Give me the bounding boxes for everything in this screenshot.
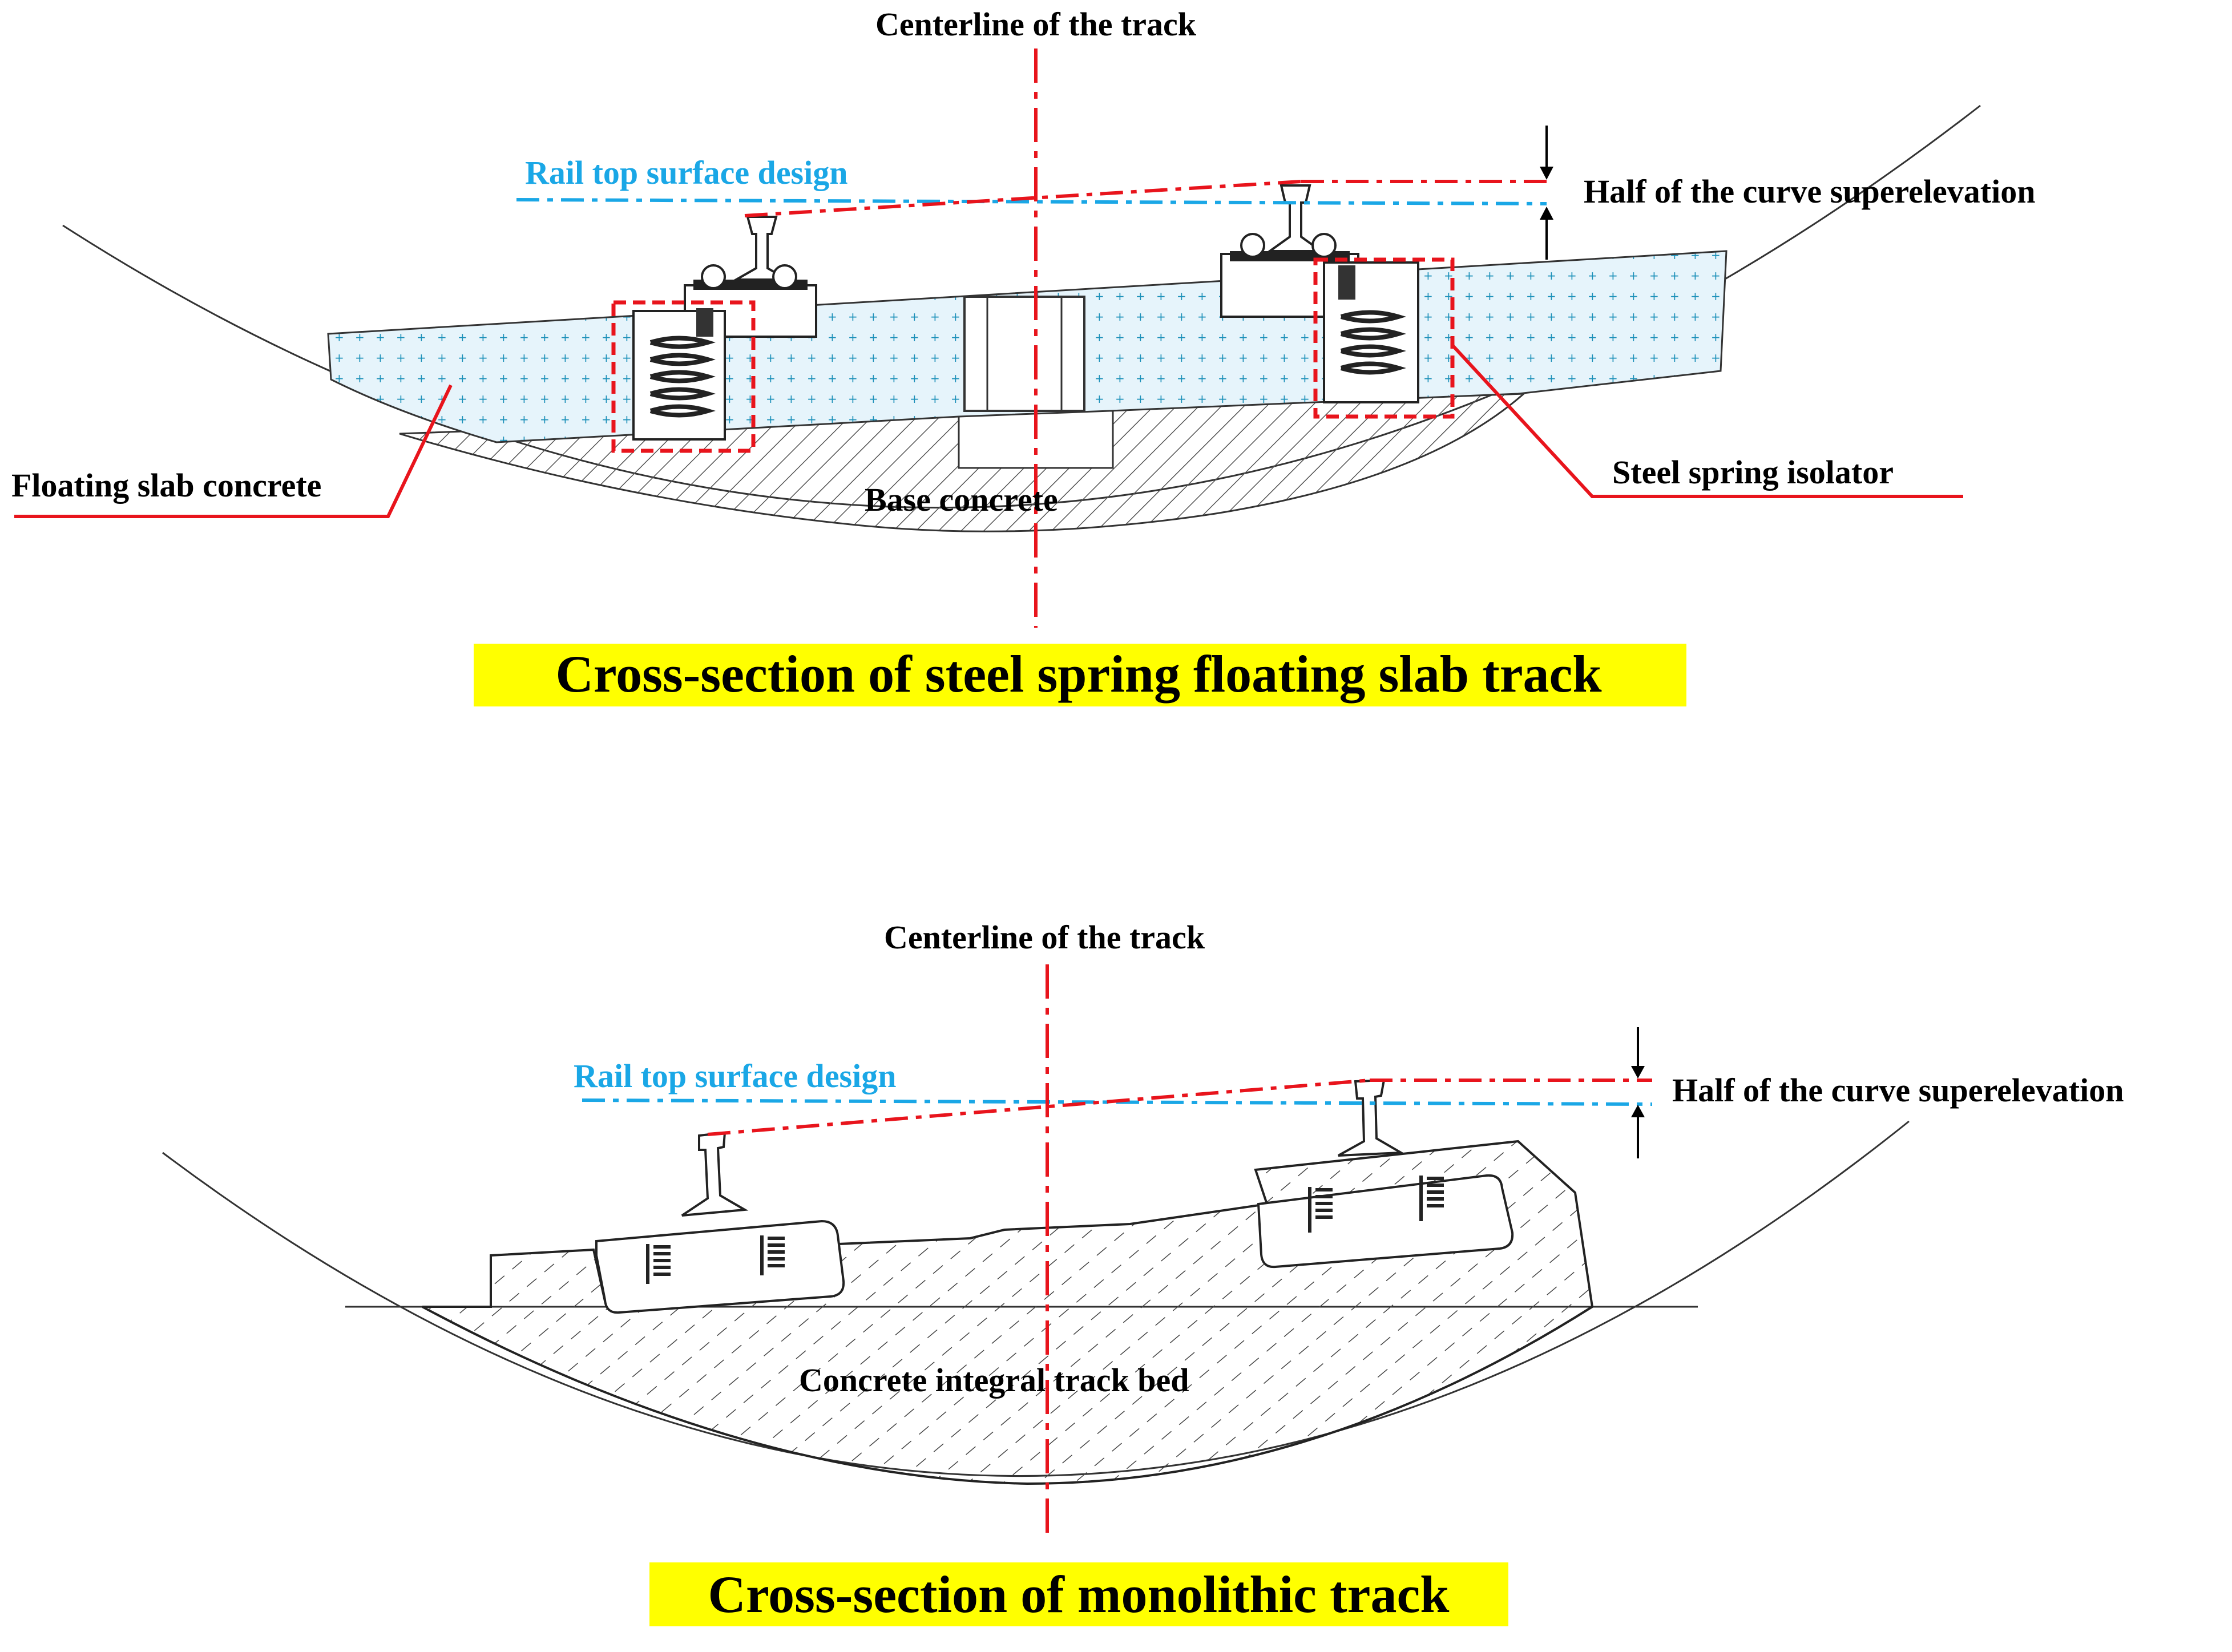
centerline-label-bottom: Centerline of the track	[884, 919, 1205, 956]
rail-left-bottom	[681, 1131, 749, 1217]
superelevation-line-top	[744, 180, 1302, 217]
base-concrete-label: Base concrete	[865, 481, 1058, 518]
caption-highlight-top	[474, 644, 1686, 706]
steel-spring-label: Steel spring isolator	[1612, 454, 1894, 491]
spring-callout-right	[1313, 257, 1455, 419]
superelevation-label-top: Half of the curve superelevation	[1584, 173, 2035, 210]
spring-left-top	[632, 308, 726, 441]
superelevation-arrows-bottom	[1631, 1027, 1645, 1158]
caption-bottom: Cross-section of monolithic track	[708, 1565, 1450, 1623]
rail-top-label-top: Rail top surface design	[525, 154, 848, 191]
superelevation-label-bottom: Half of the curve superelevation	[1672, 1072, 2124, 1109]
top-panel: Centerline of the track Rail top surface…	[11, 6, 2035, 706]
track-bed-label: Concrete integral track bed	[799, 1362, 1189, 1399]
caption-top: Cross-section of steel spring floating s…	[555, 645, 1602, 703]
spring-right-top	[1323, 261, 1419, 403]
floating-slab-callout-line	[14, 384, 453, 518]
steel-spring-callout-line	[1451, 344, 1963, 498]
superelevation-line-bottom	[707, 1079, 1370, 1136]
spring-callout-left	[611, 300, 756, 453]
caption-highlight-bottom	[649, 1562, 1508, 1626]
sleeper-right-bottom	[1257, 1174, 1514, 1269]
bottom-panel: Centerline of the track Rail top surface…	[162, 919, 2124, 1626]
rail-top-label-bottom: Rail top surface design	[574, 1057, 897, 1094]
centerline-label-top: Centerline of the track	[875, 6, 1197, 43]
sleeper-left-bottom	[595, 1219, 845, 1314]
rail-right-bottom	[1338, 1079, 1405, 1157]
superelevation-arrows-top	[1540, 126, 1553, 260]
rail-top-design-line-top	[516, 198, 1547, 205]
floating-slab-label: Floating slab concrete	[11, 467, 321, 504]
